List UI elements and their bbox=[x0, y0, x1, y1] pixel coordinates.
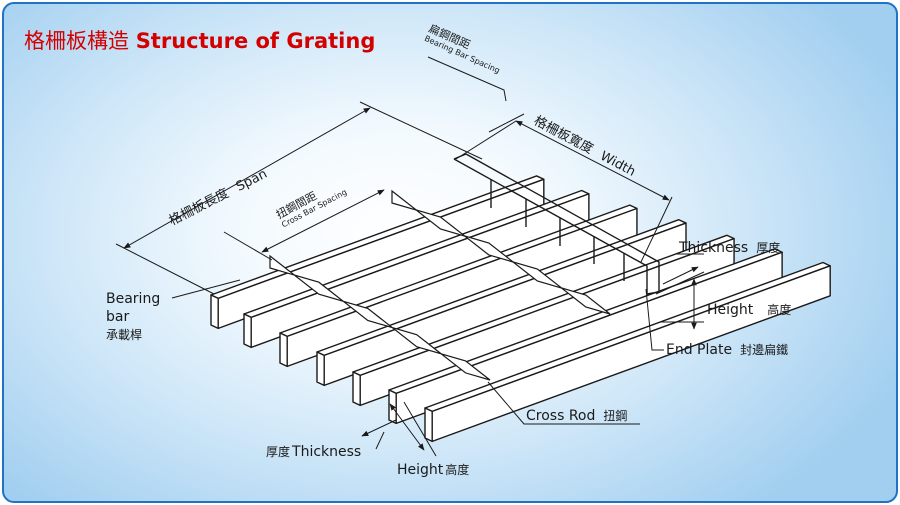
bearing-bar-side bbox=[431, 265, 831, 443]
span-dimension bbox=[123, 107, 371, 249]
page-title: 格柵板構造 Structure of Grating bbox=[24, 28, 375, 54]
bearing-bars bbox=[210, 153, 831, 443]
bearing-bar-label: Bearing bar 承載桿 bbox=[106, 290, 160, 344]
span-extension bbox=[359, 101, 483, 160]
bbs-leader bbox=[427, 56, 507, 102]
cross-rod-zh: 扭鋼 bbox=[603, 409, 628, 423]
dimension-lines bbox=[115, 56, 705, 457]
height-bottom-dimension bbox=[389, 403, 425, 451]
cross-rod-back bbox=[391, 189, 611, 315]
height-right-en: Height bbox=[707, 302, 754, 318]
width-dimension bbox=[515, 120, 670, 201]
thickness-right-label: Thickness 厚度 bbox=[679, 240, 780, 257]
bbs-dimension bbox=[488, 113, 525, 133]
end-plate-leader bbox=[645, 288, 664, 351]
thickness-right-arrow bbox=[662, 266, 699, 285]
bearing-bar-end bbox=[424, 407, 433, 443]
span-extension bbox=[115, 243, 215, 295]
width-extension bbox=[640, 196, 673, 263]
height-right-label: Height 高度 bbox=[707, 302, 791, 319]
bearing-bar-end bbox=[243, 313, 252, 349]
cbs-extension bbox=[223, 231, 273, 261]
bearing-bar-end bbox=[316, 351, 325, 387]
cross-rod-front bbox=[269, 254, 491, 381]
height-bottom-ext bbox=[403, 401, 437, 457]
height-bottom-en: Height bbox=[397, 462, 444, 478]
bearing-bar-zh: 承載桿 bbox=[106, 328, 143, 342]
end-plate-bottom bbox=[646, 291, 660, 295]
bearing-bar-en1: Bearing bbox=[106, 291, 161, 307]
cross-rod-en: Cross Rod bbox=[526, 408, 596, 424]
end-plate-label: End Plate 封邊扁鐵 bbox=[666, 342, 788, 359]
title-english: Structure of Grating bbox=[135, 29, 376, 53]
bearing-bar-leader bbox=[171, 279, 241, 299]
thickness-bottom-en: Thickness bbox=[292, 444, 362, 460]
cross-rod-label: Cross Rod 扭鋼 bbox=[526, 408, 627, 425]
width-extension bbox=[455, 120, 517, 160]
title-chinese: 格柵板構造 bbox=[24, 29, 129, 53]
thickness-right-en: Thickness bbox=[679, 240, 749, 256]
height-bottom-zh: 高度 bbox=[445, 463, 470, 477]
bearing-bar-end bbox=[279, 332, 288, 368]
end-plate-en: End Plate bbox=[666, 342, 733, 358]
cross-rod-leader bbox=[487, 381, 640, 425]
thickness-bottom-zh: 厚度 bbox=[266, 445, 291, 459]
bearing-bar-end bbox=[210, 294, 219, 330]
cbs-dimension bbox=[261, 189, 385, 253]
end-plate-zh: 封邊扁鐵 bbox=[740, 343, 789, 357]
height-right-extension bbox=[655, 271, 705, 295]
bearing-bar-end bbox=[352, 371, 361, 407]
thickness-bottom-arrow bbox=[361, 419, 397, 437]
thickness-bottom-ext bbox=[375, 431, 385, 450]
height-right-zh: 高度 bbox=[767, 303, 792, 317]
grating-drawing bbox=[115, 56, 831, 457]
bearing-bar-en2: bar bbox=[106, 309, 130, 325]
thickness-right-zh: 厚度 bbox=[756, 241, 781, 255]
cross-rods bbox=[269, 189, 611, 381]
